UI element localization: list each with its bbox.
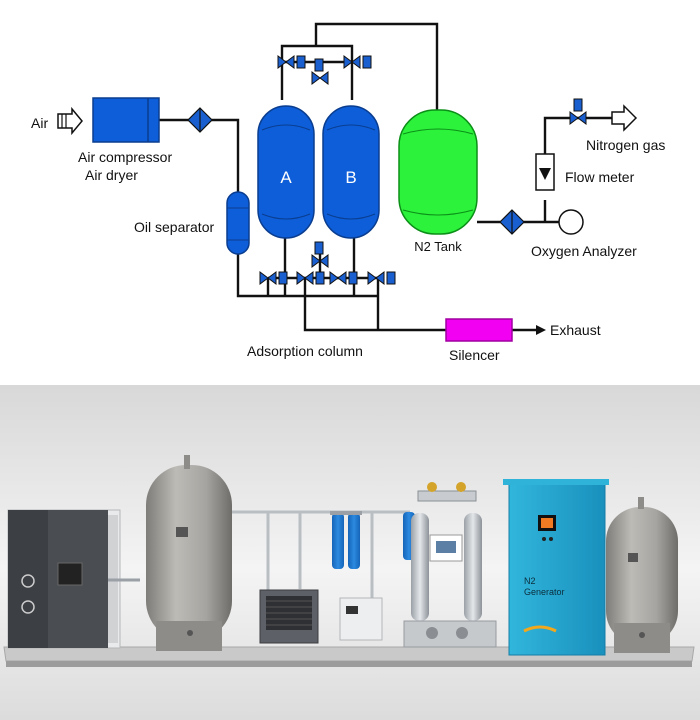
flow-meter-label: Flow meter (565, 169, 635, 185)
air-compressor-block (92, 97, 160, 143)
n2-generator-cabinet (503, 479, 609, 656)
nitrogen-gas-label: Nitrogen gas (586, 137, 665, 153)
oxygen-analyzer-label: Oxygen Analyzer (531, 243, 637, 259)
adsorption-column-label: Adsorption column (247, 343, 363, 359)
exhaust-label: Exhaust (550, 322, 601, 338)
outlet-valve-actuator (573, 98, 583, 112)
compressor-cabinet (7, 509, 140, 649)
refrigerated-dryer (259, 589, 319, 644)
oil-separator-label: Oil separator (134, 219, 214, 235)
filter-diamond-1 (187, 107, 213, 133)
column-b-label: B (345, 168, 356, 187)
pipe-run (232, 510, 410, 599)
column-a-label: A (280, 168, 292, 187)
generator-label-generator: Generator (524, 587, 565, 597)
exhaust-arrow (536, 325, 546, 335)
air-receiver-tank (146, 455, 232, 651)
adsorption-column-a (257, 105, 315, 239)
dryer-label: Air dryer (85, 167, 138, 183)
top-valves (277, 55, 372, 85)
generator-label-n2: N2 (524, 576, 536, 586)
air-inlet-arrow (57, 106, 83, 136)
adsorption-towers (403, 482, 497, 648)
filter-diamond-2 (499, 209, 525, 235)
process-schematic: Air Air compressor Air dryer Oil separat… (31, 22, 665, 363)
air-label: Air (31, 115, 48, 131)
nitrogen-storage-tank (606, 497, 678, 653)
adsorption-column-b (322, 105, 380, 239)
n2-tank (398, 109, 478, 235)
filters-pair (330, 511, 362, 569)
nitrogen-outlet-arrow (611, 104, 638, 132)
n2-tank-label: N2 Tank (414, 239, 462, 254)
silencer-label: Silencer (449, 347, 500, 363)
silencer-block (445, 318, 513, 342)
equipment-render: N2 Generator (0, 385, 700, 720)
flow-meter (535, 153, 555, 191)
compressor-label: Air compressor (78, 149, 172, 165)
outlet-valve (569, 111, 587, 125)
oxygen-analyzer-circle (558, 209, 584, 235)
small-dryer-box (339, 597, 383, 641)
oil-separator (226, 191, 250, 255)
